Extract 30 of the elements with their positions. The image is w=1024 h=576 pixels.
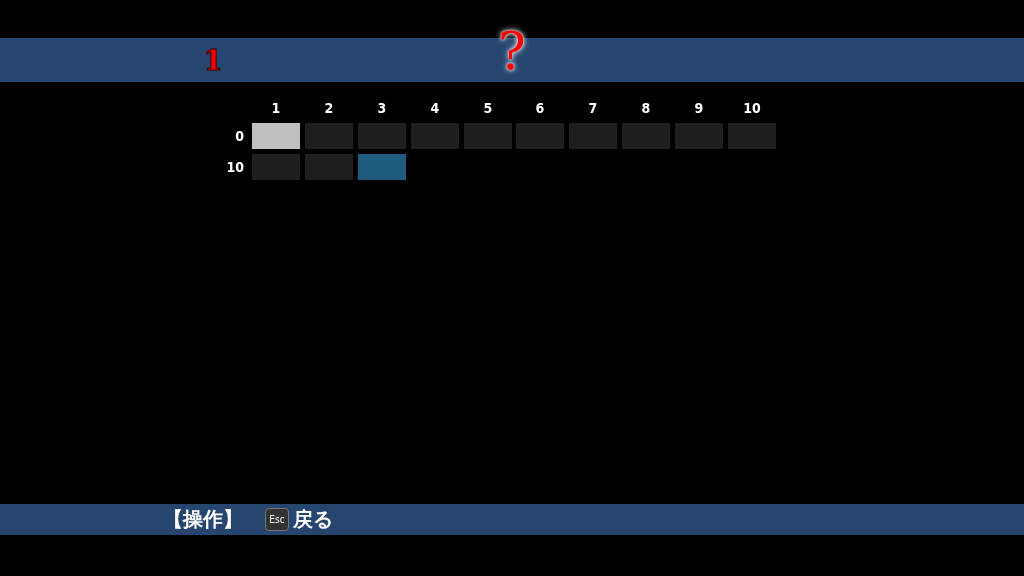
stage-tile <box>411 123 459 149</box>
cleared-stage-tile <box>252 123 300 149</box>
controls-heading: 【操作】 <box>163 506 243 532</box>
stage-tile <box>569 123 617 149</box>
column-number: 1 <box>270 99 282 117</box>
level-number: 1 <box>202 45 224 77</box>
row-number: 0 <box>234 127 244 145</box>
stage-tile <box>675 123 723 149</box>
stage-tile <box>622 123 670 149</box>
column-number: 6 <box>534 99 546 117</box>
row-number: 10 <box>225 158 244 176</box>
stage-tile <box>358 123 406 149</box>
column-number: 5 <box>482 99 494 117</box>
column-number: 9 <box>693 99 705 117</box>
stage-tile <box>252 154 300 180</box>
back-label: 戻る <box>293 506 333 532</box>
stage-tile <box>305 154 353 180</box>
column-number: 7 <box>587 99 599 117</box>
stage-tile <box>305 123 353 149</box>
stage-tile <box>464 123 512 149</box>
stage-tile <box>516 123 564 149</box>
esc-key-icon: Esc <box>265 508 289 531</box>
question-mark: ? <box>497 22 527 80</box>
column-number: 8 <box>640 99 652 117</box>
stage-tile <box>728 123 776 149</box>
selected-stage-tile <box>358 154 406 180</box>
column-number: 10 <box>742 99 762 117</box>
column-number: 3 <box>376 99 388 117</box>
column-number: 4 <box>429 99 441 117</box>
column-number: 2 <box>323 99 335 117</box>
